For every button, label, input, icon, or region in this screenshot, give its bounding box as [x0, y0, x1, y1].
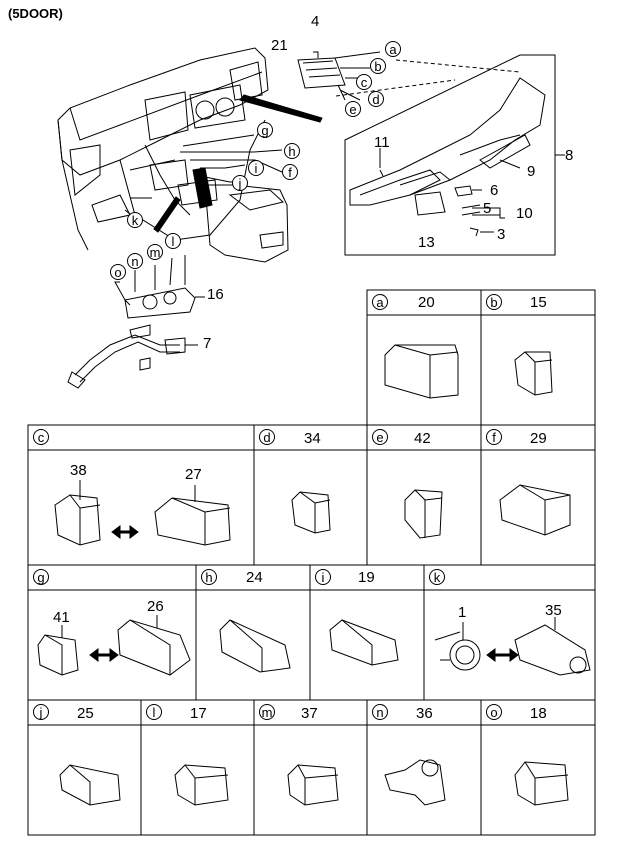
callout-4: 4 [311, 13, 320, 30]
cell-l-letter: l [146, 704, 162, 720]
label-g: g [257, 122, 273, 138]
cell-g-letter: g [33, 569, 49, 585]
cell-h-part: 24 [246, 569, 263, 586]
cell-d-part: 34 [304, 430, 321, 447]
switch-sketches [37, 344, 591, 806]
cell-n-part: 36 [416, 705, 433, 722]
label-k: k [127, 212, 143, 228]
callout-10: 10 [516, 205, 533, 222]
callout-3: 3 [497, 226, 506, 243]
cell-o-part: 18 [530, 705, 547, 722]
cell-o-letter: o [486, 704, 502, 720]
label-j: j [232, 175, 248, 191]
label-h: h [284, 143, 300, 159]
cell-l-part: 17 [190, 705, 207, 722]
center-panel-illustration [349, 77, 546, 237]
label-e: e [345, 101, 361, 117]
callout-6: 6 [490, 182, 499, 199]
label-m: m [147, 244, 163, 260]
label-f: f [282, 164, 298, 180]
cell-g-sub-1: 41 [53, 609, 70, 626]
cell-m-letter: m [259, 704, 275, 720]
callout-8: 8 [565, 147, 574, 164]
cell-e-letter: e [372, 429, 388, 445]
cell-n-letter: n [372, 704, 388, 720]
cell-j-letter: j [33, 704, 49, 720]
label-a: a [385, 41, 401, 57]
pointer-arrow [153, 196, 181, 233]
cell-i-letter: i [315, 569, 331, 585]
cell-k-sub-2: 35 [545, 602, 562, 619]
callout-5: 5 [483, 200, 492, 217]
callout-13: 13 [418, 234, 435, 251]
cell-i-part: 19 [358, 569, 375, 586]
label-d: d [368, 91, 384, 107]
cell-m-part: 37 [301, 705, 318, 722]
cell-j-part: 25 [77, 705, 94, 722]
console-bracket-illustration [114, 255, 205, 319]
cell-c-sub-1: 38 [70, 462, 87, 479]
label-c: c [356, 74, 372, 90]
callout-16: 16 [207, 286, 224, 303]
label-l: l [165, 233, 181, 249]
dashboard-illustration [57, 47, 289, 263]
callout-9: 9 [527, 163, 536, 180]
cell-k-letter: k [429, 569, 445, 585]
switch-panel-assembly [297, 51, 381, 101]
label-n: n [127, 253, 143, 269]
callout-21: 21 [271, 37, 288, 54]
cell-c-sub-2: 27 [185, 466, 202, 483]
callout-11: 11 [374, 134, 390, 151]
cell-k-sub-1: 1 [458, 604, 467, 621]
cell-g-sub-2: 26 [147, 598, 164, 615]
cell-a-part: 20 [418, 294, 435, 311]
pointer-arrow [239, 94, 323, 123]
callout-box-8 [344, 54, 556, 256]
cell-b-part: 15 [530, 294, 547, 311]
callout-7: 7 [203, 335, 212, 352]
label-b: b [370, 58, 386, 74]
cell-f-letter: f [486, 429, 502, 445]
cell-grid [27, 289, 596, 836]
cell-a-letter: a [372, 294, 388, 310]
wiring-harness-illustration [67, 324, 198, 389]
cell-h-letter: h [201, 569, 217, 585]
cell-d-letter: d [259, 429, 275, 445]
cell-f-part: 29 [530, 430, 547, 447]
page-title: (5DOOR) [8, 6, 63, 21]
cell-e-part: 42 [414, 430, 431, 447]
cell-c-letter: c [33, 429, 49, 445]
label-o: o [110, 264, 126, 280]
label-i: i [248, 160, 264, 176]
cell-b-letter: b [486, 294, 502, 310]
